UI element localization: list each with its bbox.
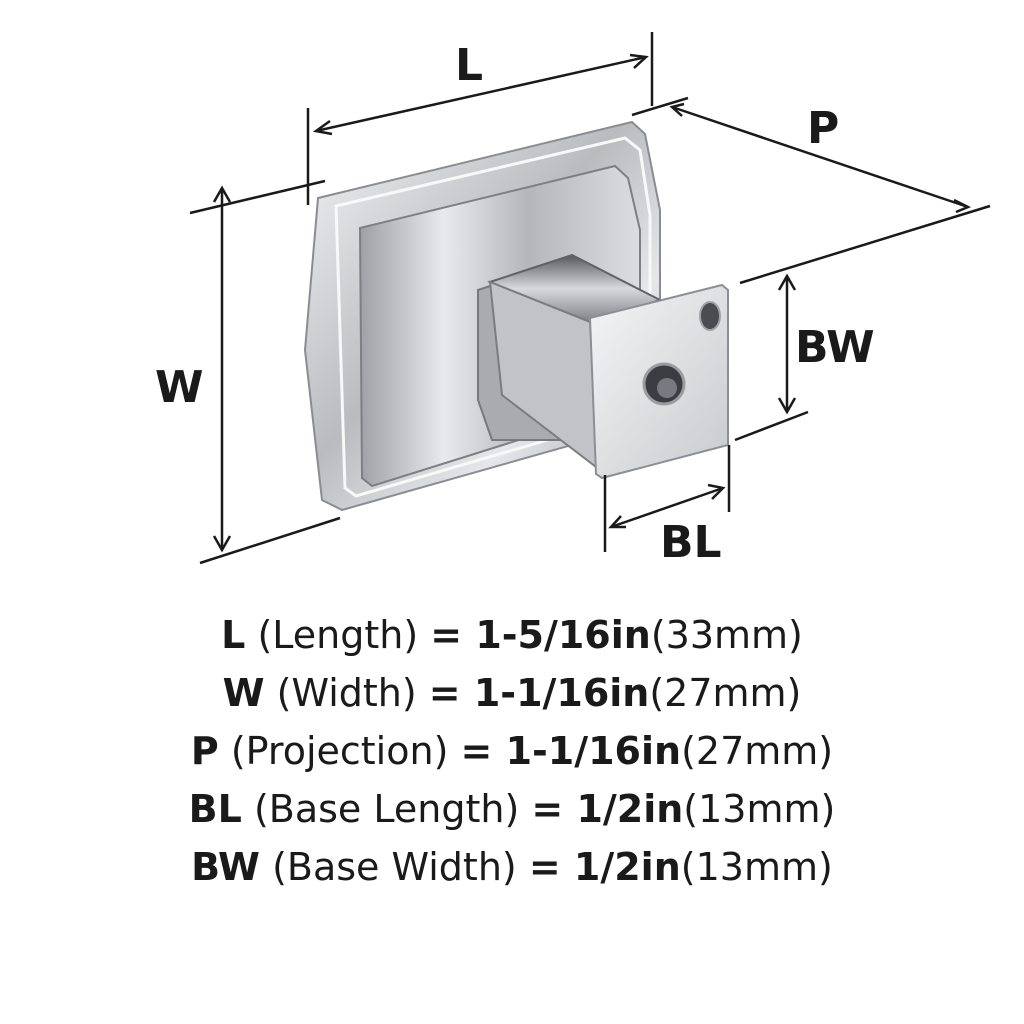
- towel-hook-illustration: [303, 120, 729, 512]
- label-w: W: [155, 362, 204, 413]
- spec-length: L (Length) = 1-5/16in(33mm): [221, 613, 803, 657]
- set-screw-hole: [699, 301, 721, 331]
- label-bl: BL: [660, 517, 722, 568]
- label-l: L: [455, 40, 483, 91]
- dimension-lines: [189, 32, 991, 565]
- spec-base-width: BW (Base Width) = 1/2in(13mm): [191, 845, 833, 889]
- label-p: P: [807, 103, 839, 154]
- base-length-arrow: [610, 486, 724, 529]
- dimension-specs: L (Length) = 1-5/16in(33mm) W (Width) = …: [0, 606, 1024, 896]
- spec-projection: P (Projection) = 1-1/16in(27mm): [190, 729, 834, 773]
- spec-base-length: BL (Base Length) = 1/2in(13mm): [188, 787, 836, 831]
- projection-arrow: [671, 105, 969, 209]
- spec-width: W (Width) = 1-1/16in(27mm): [222, 671, 802, 715]
- screw-hole-inner: [657, 378, 677, 398]
- length-arrow: [315, 55, 647, 133]
- label-bw: BW: [795, 322, 875, 373]
